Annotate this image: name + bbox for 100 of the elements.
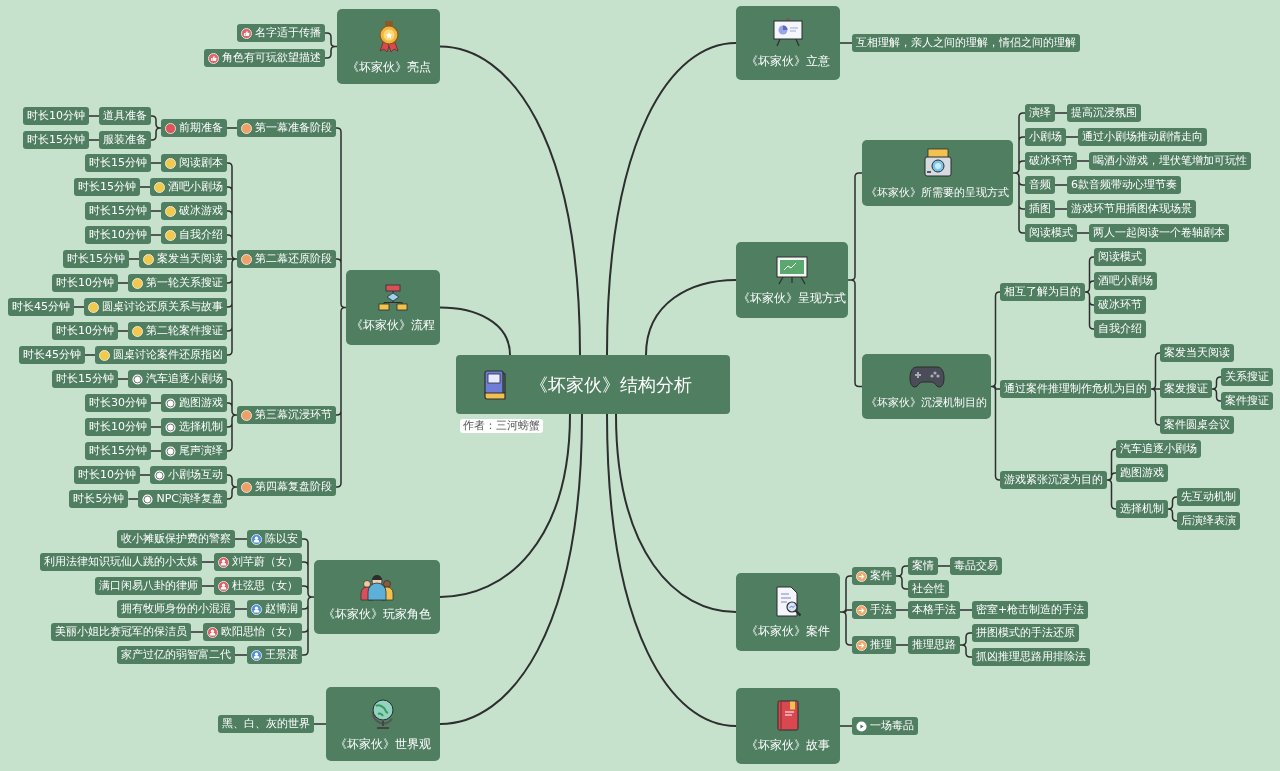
connector-line — [1076, 160, 1090, 162]
subtopic-box: 时长10分钟 — [85, 226, 151, 244]
subtopic-box: 案件圆桌会议 — [1160, 416, 1234, 434]
topic-text: 角色有可玩欲望描述 — [222, 50, 321, 66]
subtopic-box: 相互了解为目的 — [1000, 283, 1085, 301]
connector-line — [1150, 352, 1161, 426]
connector-line — [226, 474, 238, 500]
topic-text: 酒吧小剧场 — [168, 179, 223, 195]
central-topic-box — [456, 355, 730, 414]
subtopic-box: 拼图模式的手法还原 — [972, 624, 1079, 642]
subtopic-box: 时长45分钟 — [8, 298, 74, 316]
main-topic-box — [736, 688, 840, 764]
topic-text: 圆桌讨论还原关系与故事 — [102, 299, 223, 315]
subtopic-box: 互相理解，亲人之间的理解，情侣之间的理解 — [852, 34, 1080, 52]
subtopic-box — [237, 406, 336, 424]
topic-text: 圆桌讨论案件还原指凶 — [113, 347, 223, 363]
subtopic-box: 游戏环节用插图体现场景 — [1067, 200, 1196, 218]
connector-line — [234, 608, 248, 610]
connector-line — [1054, 112, 1068, 114]
subtopic-box: 插图 — [1025, 200, 1055, 218]
connector-line — [1211, 376, 1222, 402]
subtopic-box: 小剧场 — [1025, 128, 1066, 146]
connector-line — [313, 723, 327, 725]
connector-line — [1054, 184, 1068, 186]
topic-text: 欧阳思怡（女） — [221, 624, 298, 640]
subtopic-box: 音频 — [1025, 176, 1055, 194]
curved-connector — [439, 413, 583, 725]
connector-line — [226, 378, 238, 452]
subtopic-box: 时长30分钟 — [85, 394, 151, 412]
connector-line — [1012, 112, 1026, 234]
connector-line — [150, 426, 162, 428]
subtopic-box — [247, 530, 302, 548]
connector-line — [234, 538, 248, 540]
subtopic-box: 案情 — [908, 557, 938, 575]
connector-line — [301, 538, 315, 656]
connector-line — [190, 631, 204, 633]
connector-line — [150, 115, 162, 141]
main-topic-box — [346, 270, 440, 345]
subtopic-box: 时长15分钟 — [52, 370, 118, 388]
subtopic-box: 时长15分钟 — [74, 178, 140, 196]
curved-connector — [606, 42, 737, 356]
topic-text: 《坏家伙》玩家角色 — [323, 607, 431, 621]
topic-text: 《坏家伙》流程 — [351, 317, 435, 332]
topic-text: 小剧场互动 — [168, 467, 223, 483]
connector-line — [139, 186, 151, 188]
topic-box — [862, 354, 991, 419]
topic-text: 汽车追逐小剧场 — [146, 371, 223, 387]
subtopic-box: 时长10分钟 — [52, 274, 118, 292]
subtopic-box — [161, 418, 227, 436]
subtopic-box: 时长10分钟 — [74, 466, 140, 484]
topic-text: 《坏家伙》沉浸机制目的 — [866, 396, 987, 409]
subtopic-box — [852, 717, 918, 735]
topic-text: 破冰游戏 — [179, 203, 223, 219]
topic-text: 《坏家伙》亮点 — [346, 59, 431, 74]
connector-line — [127, 498, 140, 500]
topic-text: 赵博润 — [265, 601, 298, 617]
topic-text: 前期准备 — [179, 120, 223, 136]
subtopic-box: 毒品交易 — [950, 557, 1002, 575]
subtopic-box — [161, 202, 227, 220]
subtopic-box: 游戏紧张沉浸为目的 — [1000, 471, 1107, 489]
connector-line — [1076, 232, 1090, 234]
main-topic-box — [337, 9, 440, 84]
connector-line — [839, 42, 853, 44]
topic-text: 第一幕准备阶段 — [255, 120, 332, 136]
subtopic-box — [84, 298, 227, 316]
subtopic-box: 家产过亿的弱智富二代 — [117, 646, 235, 664]
subtopic-box: 案发当天阅读 — [1160, 344, 1234, 362]
subtopic-box — [139, 250, 227, 268]
topic-text: 第三幕沉浸环节 — [255, 407, 332, 423]
subtopic-box: 选择机制 — [1116, 500, 1168, 518]
topic-text: 一场毒品 — [870, 718, 914, 734]
subtopic-box: 破冰环节 — [1025, 152, 1077, 170]
subtopic-box: 时长15分钟 — [85, 202, 151, 220]
subtopic-box: 案发搜证 — [1160, 380, 1212, 398]
curved-connector — [439, 306, 511, 356]
subtopic-box: 推理思路 — [908, 636, 960, 654]
connector-line — [1054, 208, 1068, 210]
subtopic-box: 阅读模式 — [1094, 248, 1146, 266]
main-topic-box — [326, 687, 440, 761]
connector-line — [990, 291, 1001, 481]
connector-line — [117, 330, 129, 332]
subtopic-box: 时长10分钟 — [23, 107, 89, 125]
curved-connector — [606, 413, 737, 727]
topic-text: 选择机制 — [179, 419, 223, 435]
subtopic-box — [852, 636, 896, 654]
topic-text: 推理 — [870, 637, 892, 653]
subtopic-box — [161, 119, 227, 137]
connector-line — [1167, 496, 1178, 522]
connector-line — [1106, 448, 1117, 510]
topic-text: 《坏家伙》世界观 — [335, 737, 431, 751]
subtopic-box: 美丽小姐比赛冠军的保洁员 — [51, 623, 191, 641]
main-topic-box — [736, 242, 848, 318]
connector-line — [201, 585, 215, 587]
topic-text: 《坏家伙》所需要的呈现方式 — [866, 185, 1009, 199]
topic-text: 阅读剧本 — [179, 155, 223, 171]
connector-line — [201, 561, 215, 563]
topic-text: 第四幕复盘阶段 — [255, 479, 332, 495]
subtopic-box — [214, 553, 302, 571]
subtopic-box: 通过案件推理制作危机为目的 — [1000, 380, 1151, 398]
subtopic-box: 跑图游戏 — [1116, 464, 1168, 482]
